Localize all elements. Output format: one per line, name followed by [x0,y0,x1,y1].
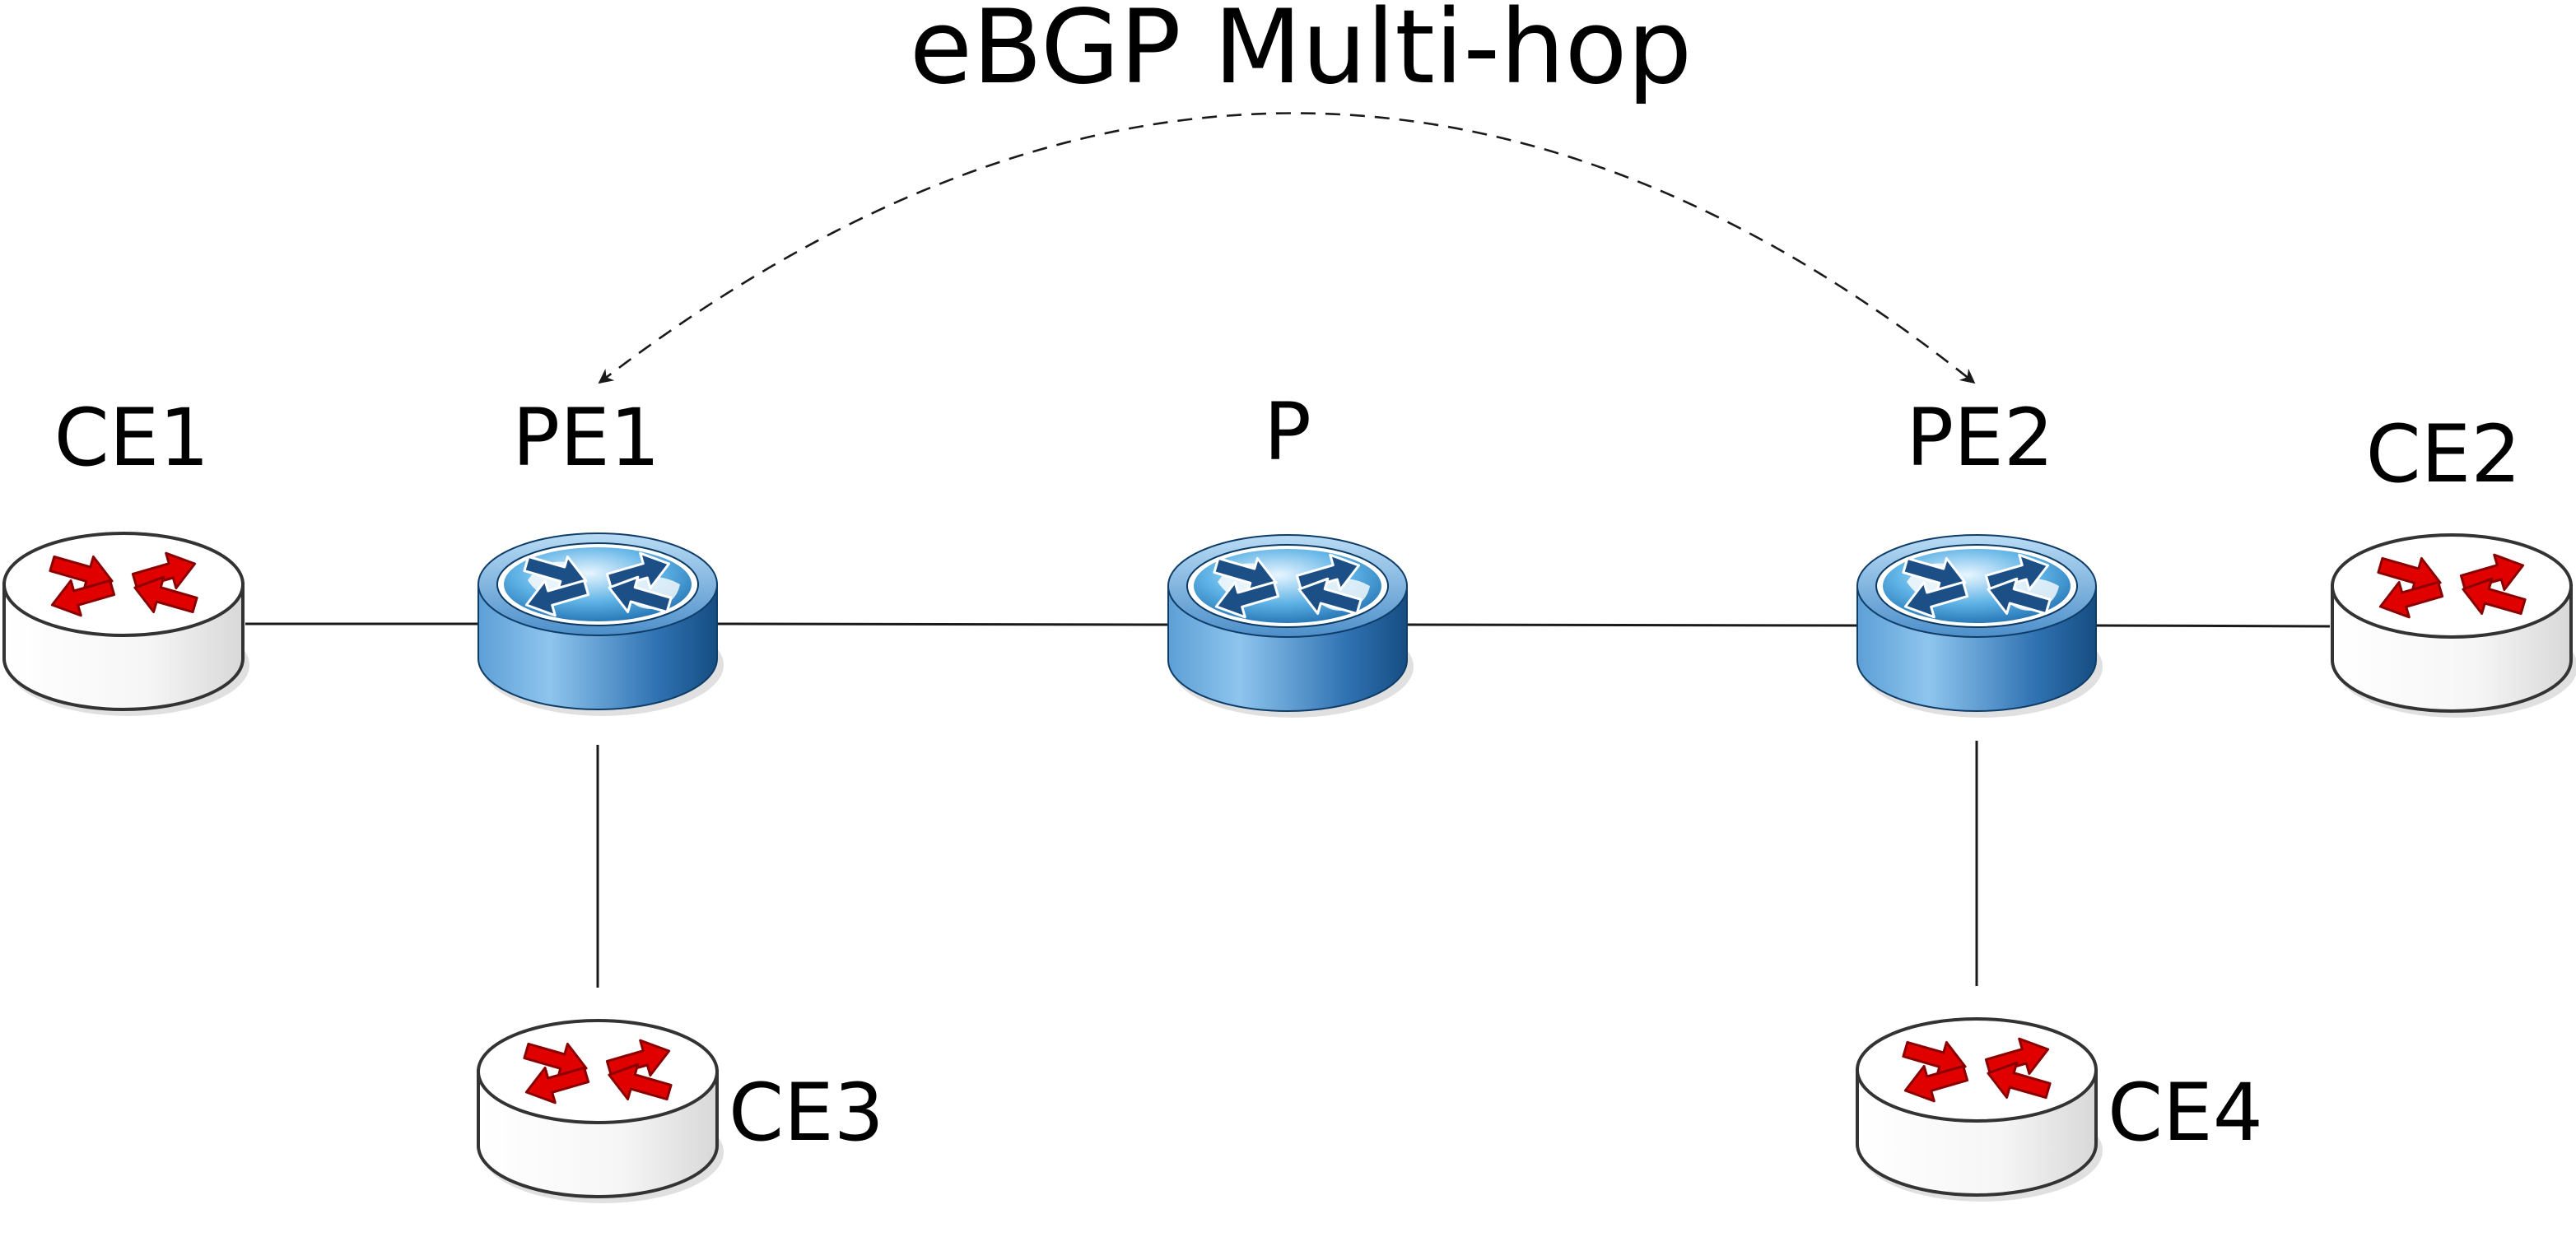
arrow-glyph-1 [1295,553,1361,592]
nodes-group [2,532,2576,1203]
links-group [245,622,2331,988]
router-top [2,532,245,637]
router-globe-icon [1186,544,1389,628]
link-pe1-p [715,622,1170,626]
arrow-glyph-3 [133,575,198,614]
label-pe2: PE2 [1906,392,2054,484]
arrow-glyph-2 [524,579,590,617]
arrow-glyph-2 [1214,580,1280,619]
arrow-glyph-1 [2459,553,2525,592]
arrow-glyph-3 [2462,577,2527,616]
arrow-glyph-0 [2377,556,2442,595]
router-icon [2377,553,2527,619]
router-top [477,1019,719,1124]
router-ce3[interactable] [477,1019,724,1203]
arrow-glyph-2 [524,1066,590,1104]
arrow-glyph-1 [1984,1037,2050,1076]
router-pe1[interactable] [477,532,724,716]
label-pe1: PE1 [512,392,660,484]
arrow-glyph-3 [1297,577,1363,616]
label-ce2: CE2 [2366,408,2522,500]
router-globe-icon [496,542,699,626]
arrow-glyph-0 [1213,556,1278,595]
router-top [1856,1017,2098,1123]
label-p: P [1264,386,1311,478]
router-top [2331,533,2573,639]
arrow-glyph-3 [608,575,673,614]
router-icon [1902,1037,2052,1103]
router-ce4[interactable] [1856,1017,2103,1202]
arrow-glyph-0 [523,1042,588,1081]
arrow-glyph-2 [2378,580,2444,619]
arrow-glyph-2 [1903,580,1969,619]
arrow-glyph-0 [1902,1040,1967,1079]
arrow-glyph-1 [1984,553,2050,592]
label-ce1: CE1 [54,392,210,484]
arrow-glyph-3 [608,1063,673,1101]
session-arc-pe1-pe2 [598,112,1976,384]
diagram-title: eBGP Multi-hop [910,0,1692,107]
arrow-glyph-1 [605,551,671,590]
arrow-glyph-0 [49,555,114,593]
link-pe2-ce2 [2094,624,2331,628]
arrow-glyph-2 [1903,1064,1969,1103]
arrow-glyph-2 [50,579,116,617]
arrow-glyph-0 [523,555,588,593]
router-ce1[interactable] [2,532,249,716]
router-ce2[interactable] [2331,533,2576,718]
router-p[interactable] [1167,534,1414,718]
label-ce3: CE3 [729,1067,884,1159]
router-pe2[interactable] [1856,534,2103,718]
arrow-glyph-0 [1902,556,1967,595]
arrow-glyph-1 [131,551,197,590]
label-ce4: CE4 [2108,1067,2263,1159]
router-icon [49,551,198,617]
arrow-glyph-1 [605,1039,671,1077]
router-globe-icon [1875,544,2078,628]
arrow-glyph-3 [1987,577,2052,616]
arrow-glyph-3 [1987,1061,2052,1100]
router-icon [523,1039,673,1104]
